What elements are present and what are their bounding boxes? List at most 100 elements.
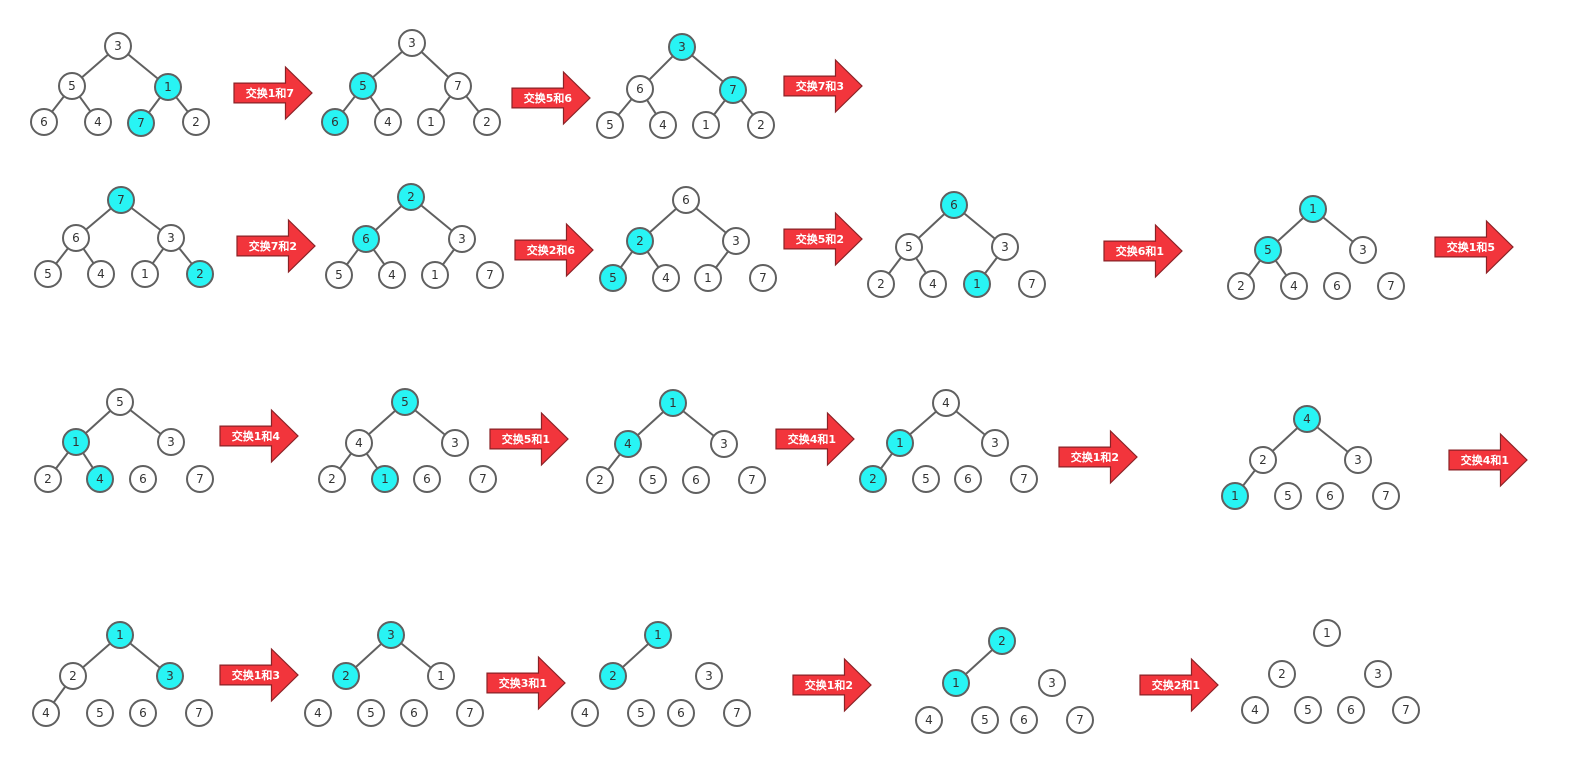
node-value: 6 — [40, 115, 48, 129]
tree-node: 1 — [692, 111, 720, 139]
swap-arrow-a-r1-1: 交换1和7 — [233, 65, 313, 121]
node-value: 2 — [1278, 667, 1286, 681]
swap-arrow-a-r2-2: 交换2和6 — [514, 222, 594, 278]
tree-edge — [1316, 426, 1349, 453]
node-circle — [304, 699, 332, 727]
tree-node-highlighted: 2 — [397, 183, 425, 211]
tree-node-highlighted: 5 — [599, 264, 627, 292]
node-value: 1 — [896, 436, 904, 450]
node-circle — [185, 699, 213, 727]
tree-edge — [372, 248, 386, 266]
node-value: 3 — [1001, 240, 1009, 254]
arrow-icon — [792, 657, 872, 713]
swap-arrow-a-r2-1: 交换7和2 — [236, 218, 316, 274]
node-circle — [1344, 446, 1372, 474]
node-value: 1 — [973, 277, 981, 291]
tree-edge — [178, 247, 193, 265]
node-value: 3 — [678, 40, 686, 54]
tree-edge — [964, 649, 994, 675]
tree-edge — [342, 95, 356, 113]
tree-edge — [51, 95, 65, 113]
node-circle — [131, 260, 159, 288]
tree-node-highlighted: 6 — [940, 191, 968, 219]
tree-edge — [621, 643, 650, 668]
tree-edge — [84, 410, 112, 434]
node-value: 1 — [1309, 202, 1317, 216]
node-value: 7 — [748, 473, 756, 487]
node-value: 6 — [682, 193, 690, 207]
tree-node: 3 — [1349, 236, 1377, 264]
tree-edge — [365, 452, 379, 470]
node-value: 4 — [942, 396, 950, 410]
node-circle — [738, 466, 766, 494]
tree-node: 4 — [1241, 696, 1269, 724]
tree-edge — [420, 51, 450, 78]
arrow-icon — [783, 58, 863, 114]
node-value: 4 — [388, 268, 396, 282]
node-circle — [1241, 696, 1269, 724]
tree-node-highlighted: 5 — [349, 72, 377, 100]
tree-node: 7 — [1372, 482, 1400, 510]
node-circle — [940, 191, 968, 219]
tree-node: 3 — [157, 428, 185, 456]
node-circle — [473, 108, 501, 136]
node-value: 4 — [384, 115, 392, 129]
node-value: 3 — [451, 436, 459, 450]
node-circle — [644, 621, 672, 649]
node-circle — [626, 227, 654, 255]
tree-node: 5 — [596, 111, 624, 139]
tree-node: 3 — [104, 32, 132, 60]
node-value: 3 — [458, 232, 466, 246]
tree-edge — [414, 409, 446, 436]
node-circle — [84, 108, 112, 136]
node-value: 6 — [331, 115, 339, 129]
tree-node: 7 — [1377, 272, 1405, 300]
tree-node-highlighted: 1 — [154, 73, 182, 101]
swap-label: 交换2和1 — [1152, 678, 1200, 692]
node-circle — [86, 699, 114, 727]
node-value: 7 — [1382, 489, 1390, 503]
node-circle — [639, 466, 667, 494]
node-circle — [1316, 482, 1344, 510]
node-value: 4 — [624, 437, 632, 451]
tree-node: 3 — [981, 429, 1009, 457]
arrow-icon — [1058, 429, 1138, 485]
swap-label: 交换7和2 — [249, 239, 297, 253]
node-value: 7 — [117, 193, 125, 207]
node-value: 5 — [981, 713, 989, 727]
node-circle — [1221, 482, 1249, 510]
tree-edge — [441, 248, 456, 266]
tree-node: 5 — [1274, 482, 1302, 510]
node-circle — [614, 430, 642, 458]
node-circle — [1392, 696, 1420, 724]
tree-node: 5 — [971, 706, 999, 734]
swap-label: 交换4和1 — [1461, 453, 1509, 467]
tree-edge — [78, 95, 92, 113]
tree-node: 7 — [749, 264, 777, 292]
node-circle — [599, 662, 627, 690]
node-circle — [107, 186, 135, 214]
node-circle — [154, 73, 182, 101]
node-circle — [357, 699, 385, 727]
tree-node-highlighted: 1 — [963, 270, 991, 298]
tree-edge — [915, 257, 927, 274]
swap-arrow-a-r1-2: 交换5和6 — [511, 70, 591, 126]
node-circle — [444, 72, 472, 100]
tree-node: 4 — [378, 261, 406, 289]
tree-node-highlighted: 1 — [644, 621, 672, 649]
node-circle — [86, 465, 114, 493]
swap-label: 交换4和1 — [788, 432, 836, 446]
node-value: 7 — [486, 268, 494, 282]
tree-node-highlighted: 5 — [1254, 236, 1282, 264]
tree-node: 2 — [473, 108, 501, 136]
node-value: 6 — [423, 472, 431, 486]
tree-node: 7 — [738, 466, 766, 494]
swap-arrow-a-r4-2: 交换3和1 — [486, 655, 566, 711]
node-circle — [377, 621, 405, 649]
tree-node-highlighted: 1 — [106, 621, 134, 649]
